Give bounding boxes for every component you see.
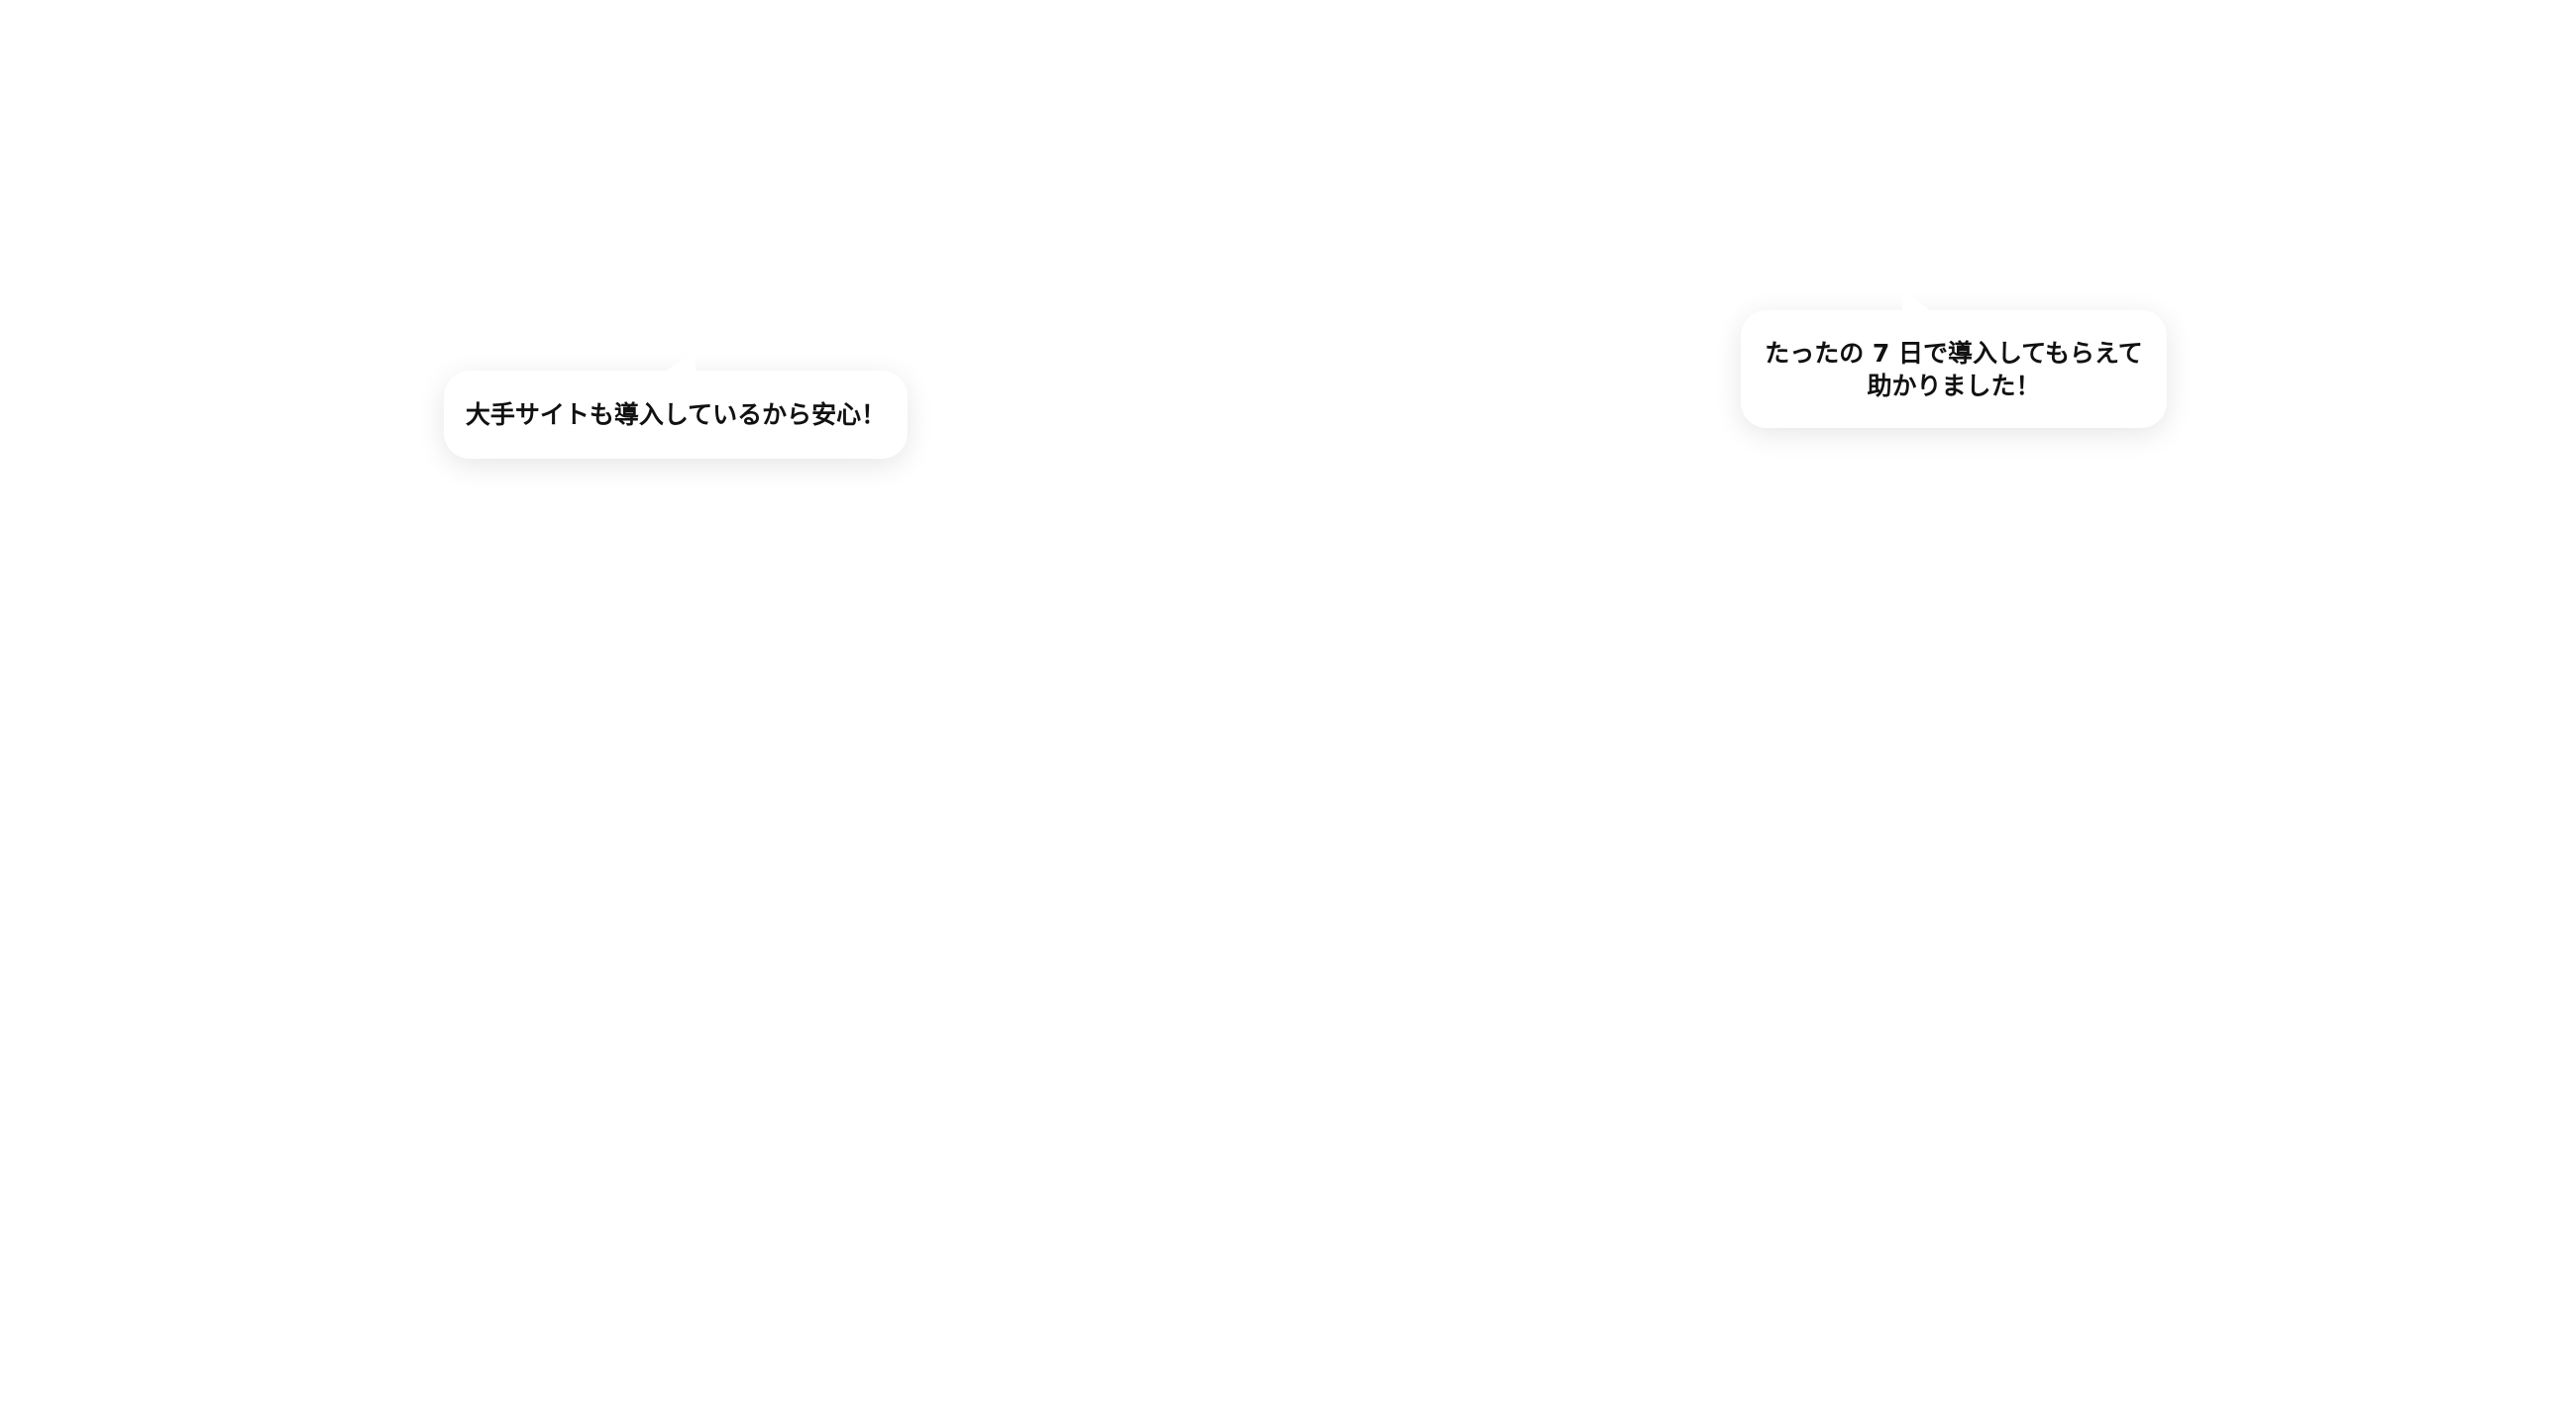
testimonial-text-line-2: 助かりました！ — [1867, 371, 2041, 400]
speech-bubble-tail — [1902, 290, 1930, 310]
speech-bubble-tail — [667, 350, 696, 371]
testimonial-text: 大手サイトも導入しているから安心！ — [465, 400, 887, 429]
testimonial-text-line-1: たったの 7 日で導入してもらえて — [1765, 338, 2143, 368]
speech-bubble-testimonial-2: たったの 7 日で導入してもらえて 助かりました！ — [1741, 290, 2167, 428]
speech-bubble-testimonial-1: 大手サイトも導入しているから安心！ — [444, 350, 908, 459]
